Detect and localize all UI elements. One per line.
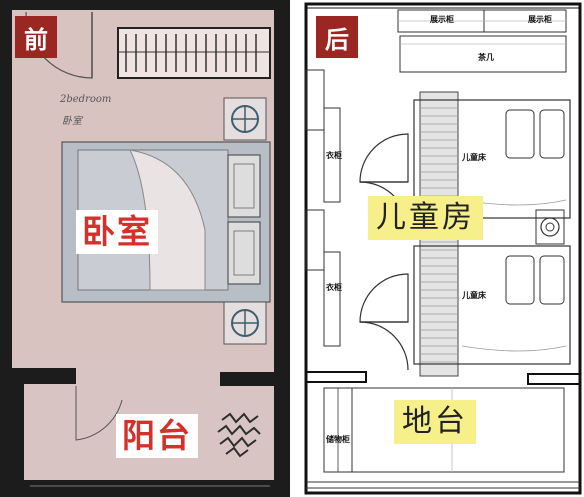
sketch-note-room: 卧室 <box>62 116 82 127</box>
before-tag: 前 <box>15 16 57 58</box>
wardrobe-label-1: 衣柜 <box>326 151 342 160</box>
sketch-note-bedroom: 2bedroom <box>60 94 112 105</box>
child-bed-label-2: 儿童床 <box>462 291 486 300</box>
display-cabinet-left-label: 展示柜 <box>430 15 454 24</box>
after-floor-plan <box>302 0 584 497</box>
tea-table-label: 茶几 <box>478 53 494 62</box>
after-platform-label: 地台 <box>394 400 476 444</box>
storage-cabinet-label: 储物柜 <box>326 435 350 444</box>
wardrobe-label-2: 衣柜 <box>326 283 342 292</box>
after-panel: 后 展示柜 展示柜 茶几 儿童床 儿童床 衣柜 衣柜 储物柜 儿童房 地台 <box>302 0 584 497</box>
child-bed-label-1: 儿童床 <box>462 153 486 162</box>
after-kids-room-label: 儿童房 <box>368 196 483 240</box>
before-balcony-label: 阳台 <box>116 414 198 458</box>
before-panel: 前 2bedroom 卧室 卧室 阳台 <box>0 0 290 497</box>
after-tag: 后 <box>316 16 358 58</box>
display-cabinet-right-label: 展示柜 <box>528 15 552 24</box>
before-bedroom-label: 卧室 <box>76 210 158 254</box>
